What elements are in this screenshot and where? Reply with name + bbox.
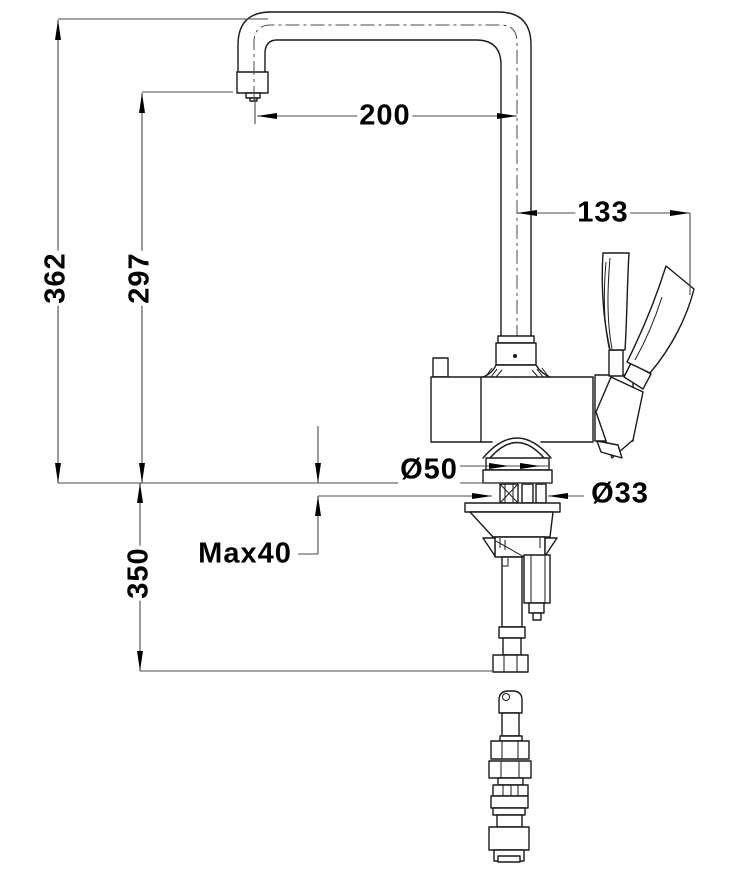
supply-tube	[501, 556, 523, 628]
hex-nut-lower	[488, 760, 532, 779]
body-neck-flare	[482, 364, 551, 378]
spout-tip	[236, 71, 269, 94]
handle-hub	[595, 376, 644, 459]
aerator	[245, 92, 261, 99]
mounting-cone	[469, 511, 554, 538]
quick-connect-fitting	[488, 690, 532, 863]
dim-label-supply-length: 350	[122, 545, 155, 601]
dim-label-overall-height: 362	[39, 250, 72, 306]
dim-label-spout-height: 297	[123, 250, 156, 306]
body-dome-inner	[489, 441, 545, 459]
centerline	[253, 24, 518, 378]
lever-handle-upright	[601, 252, 630, 351]
lever-handle-tilted	[626, 265, 695, 374]
set-screw	[513, 354, 517, 358]
mixer-body	[430, 357, 594, 459]
body-left-block	[430, 376, 482, 443]
dim-label-base-diameter: Ø50	[398, 453, 460, 486]
body-dome-outer	[482, 437, 552, 459]
dim-label-handle-offset: 133	[575, 196, 631, 229]
dim-label-max-deck: Max40	[196, 537, 294, 570]
side-stub	[432, 357, 449, 378]
dim-label-hole-diameter: Ø33	[589, 477, 651, 510]
handle-assembly	[594, 252, 695, 459]
mounting-bracket	[494, 536, 546, 558]
dim-label-spout-reach: 200	[357, 99, 413, 132]
hex-nut-upper	[490, 740, 530, 760]
dimension-lines	[55, 18, 691, 672]
spout-tube	[236, 11, 532, 339]
handle-hub-flap	[596, 440, 623, 459]
swivel-collar	[482, 335, 551, 378]
supply-hose-nut	[492, 654, 529, 673]
hose-tip	[498, 690, 523, 714]
base-flange	[482, 457, 553, 484]
mounting-plate	[464, 502, 561, 513]
lever-upright-stem	[608, 349, 624, 377]
mounting-hardware	[464, 483, 561, 673]
cartridge-cylinder	[523, 554, 551, 604]
